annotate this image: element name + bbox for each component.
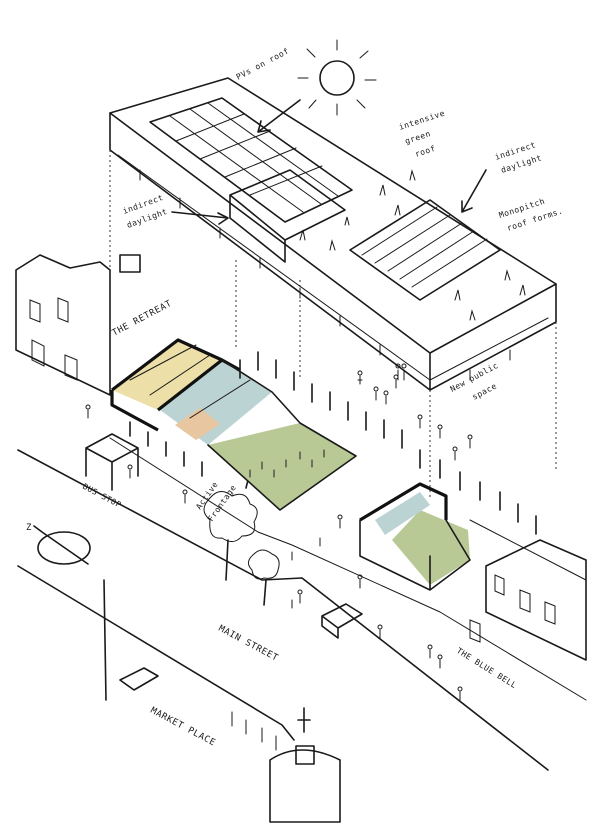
floating-roof: [109, 77, 557, 391]
market-statue: [269, 707, 341, 823]
label-intensive-2: green: [404, 129, 432, 146]
bus-shelter: [85, 433, 139, 491]
svg-text:Z: Z: [26, 523, 32, 533]
north-arrow-icon: Z: [26, 523, 91, 565]
label-main-street: MAIN STREET: [217, 624, 280, 664]
green-cafe: [208, 423, 356, 510]
streets: [17, 437, 587, 771]
label-bus-stop: BUS STOP: [81, 482, 123, 510]
sun-icon: [297, 39, 377, 116]
label-intensive-3: roof: [414, 144, 437, 159]
building-plan: [110, 338, 471, 591]
label-intensive-1: intensive: [398, 109, 446, 132]
label-blue-bell: THE BLUE BELL: [455, 646, 518, 690]
label-retreat: THE RETREAT: [111, 299, 174, 339]
projection-lines: [109, 150, 557, 500]
the-retreat-building: [15, 254, 141, 396]
label-public-space-2: space: [471, 381, 499, 401]
label-pvs: PVs on roof: [235, 46, 291, 81]
street-furniture: [103, 579, 363, 701]
label-market-place: MARKET PLACE: [149, 706, 217, 749]
trees: [203, 491, 280, 606]
peach-room: [175, 408, 220, 440]
people: [85, 363, 473, 701]
yellow-room: [112, 340, 222, 410]
bollards: [129, 351, 537, 751]
blue-block-right: [375, 492, 430, 535]
the-blue-bell-building: [469, 539, 587, 661]
